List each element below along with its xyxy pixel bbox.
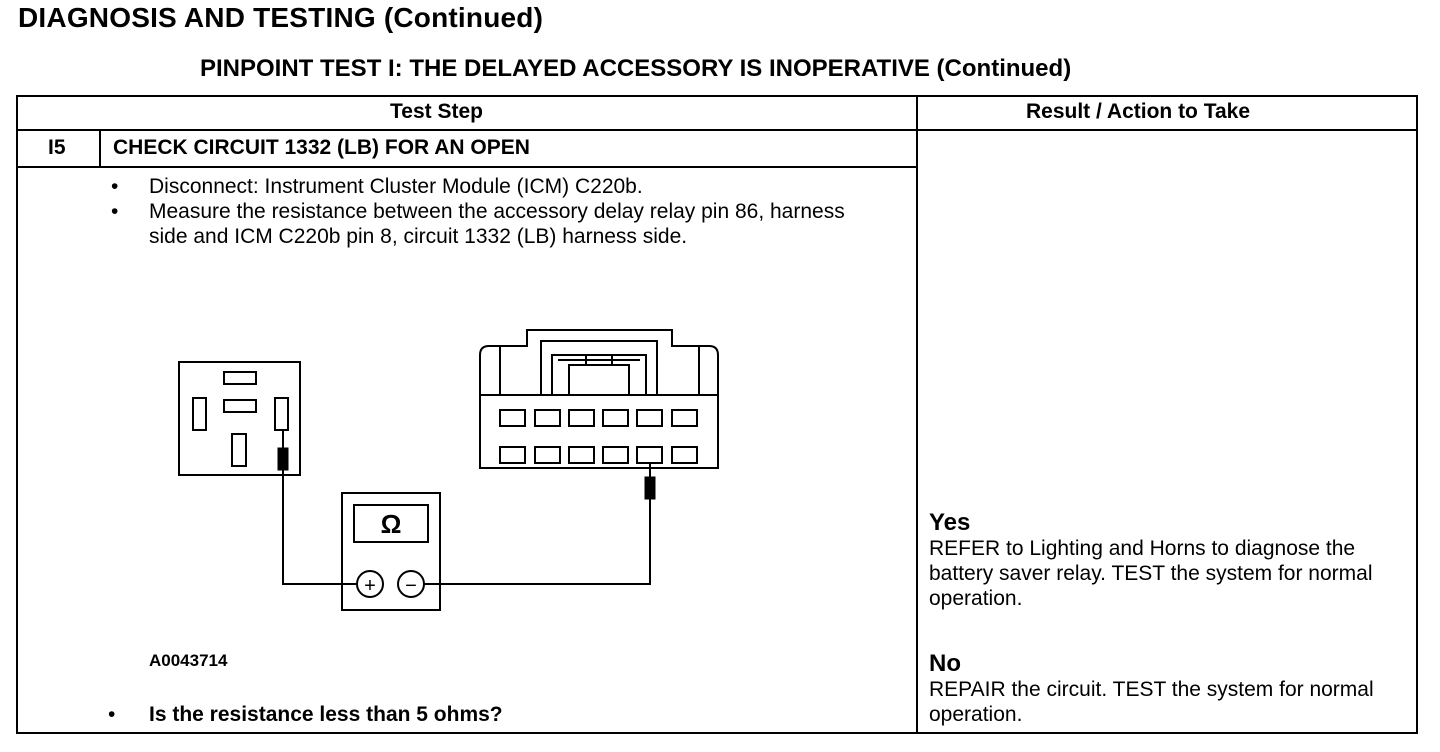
relay-pin-87a — [223, 371, 257, 385]
list-item: • Measure the resistance between the acc… — [108, 199, 869, 249]
pinpoint-test-title: PINPOINT TEST I: THE DELAYED ACCESSORY I… — [200, 55, 1072, 82]
result-no: No REPAIR the circuit. TEST the system f… — [929, 651, 1417, 727]
test-lead-positive — [282, 470, 357, 585]
step-instructions: • Disconnect: Instrument Cluster Module … — [108, 174, 898, 249]
figure-id: A0043714 — [149, 651, 228, 670]
header-divider — [16, 129, 1418, 131]
multimeter-ohm-symbol: Ω — [381, 509, 402, 539]
connector-pin-8 — [636, 446, 663, 464]
relay-pin-30 — [223, 399, 257, 413]
probe-tip-relay — [277, 447, 289, 471]
minus-symbol: − — [405, 575, 417, 597]
header-test-step: Test Step — [390, 100, 483, 123]
bullet-symbol: • — [108, 703, 116, 726]
relay-pin-85 — [192, 397, 207, 431]
connector-housing — [479, 329, 719, 469]
instruction-measure: Measure the resistance between the acces… — [149, 200, 845, 248]
result-yes-label: Yes — [929, 509, 971, 536]
step-title: CHECK CIRCUIT 1332 (LB) FOR AN OPEN — [113, 136, 530, 159]
multimeter-body — [341, 492, 441, 611]
result-no-label: No — [929, 650, 961, 677]
plus-symbol: + — [364, 575, 376, 597]
connector-latch-tab — [568, 364, 630, 396]
relay-pin-86 — [274, 397, 289, 431]
step-id: I5 — [48, 136, 66, 159]
list-item: • Disconnect: Instrument Cluster Module … — [108, 174, 898, 199]
step-id-divider — [99, 129, 101, 167]
probe-tip-connector — [644, 476, 656, 500]
result-no-text: REPAIR the circuit. TEST the system for … — [929, 678, 1374, 726]
result-yes-text: REFER to Lighting and Horns to diagnose … — [929, 537, 1373, 610]
multimeter-display — [353, 504, 429, 543]
bullet-symbol: • — [111, 200, 119, 223]
step-row-divider — [16, 166, 917, 168]
connector-latch-outer — [540, 340, 658, 396]
relay-body — [178, 361, 301, 476]
relay-pin-87 — [231, 433, 247, 467]
header-result-action: Result / Action to Take — [1026, 100, 1251, 123]
question-text: Is the resistance less than 5 ohms? — [149, 703, 503, 726]
page-title: DIAGNOSIS AND TESTING (Continued) — [18, 2, 544, 33]
test-lead-negative — [424, 498, 651, 585]
test-table — [16, 95, 1418, 734]
bullet-symbol: • — [111, 175, 119, 198]
step-question: • Is the resistance less than 5 ohms? — [108, 703, 503, 727]
instruction-disconnect: Disconnect: Instrument Cluster Module (I… — [149, 175, 643, 198]
result-yes: Yes REFER to Lighting and Horns to diagn… — [929, 510, 1417, 611]
column-divider — [916, 95, 918, 734]
